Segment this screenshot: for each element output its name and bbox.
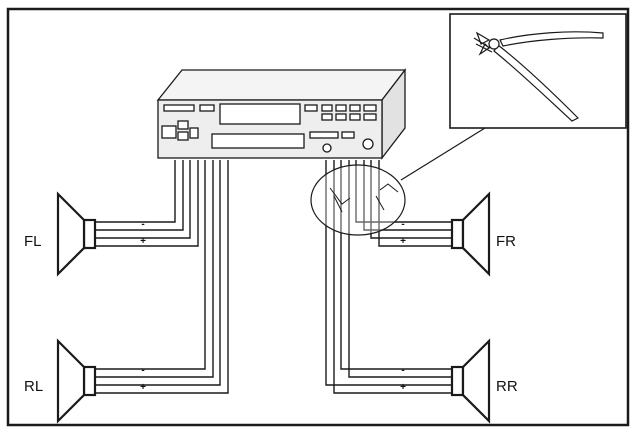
callout-leader-line bbox=[400, 127, 486, 181]
speaker-rl-icon bbox=[56, 338, 97, 424]
rl-negative-mark: - bbox=[141, 365, 144, 376]
wire-cutter-icon bbox=[473, 31, 604, 122]
speaker-label-rl: RL bbox=[24, 378, 43, 395]
speaker-label-fr: FR bbox=[496, 233, 516, 250]
rr-positive-mark: + bbox=[400, 382, 406, 393]
fl-positive-mark: + bbox=[140, 236, 146, 247]
wires bbox=[95, 160, 452, 394]
polarity-marks: - + - + - + - + bbox=[140, 219, 406, 393]
rr-negative-mark: - bbox=[401, 365, 404, 376]
speaker-fr-icon bbox=[450, 191, 491, 277]
fl-negative-mark: - bbox=[141, 219, 144, 230]
fr-negative-mark: - bbox=[401, 219, 404, 230]
wire-fl bbox=[95, 160, 199, 247]
rl-positive-mark: + bbox=[140, 382, 146, 393]
wire-rr bbox=[325, 160, 452, 394]
inset-cutter-panel bbox=[449, 13, 627, 129]
speaker-rr-icon bbox=[450, 338, 491, 424]
speaker-fl-icon bbox=[56, 191, 97, 277]
wire-rl bbox=[95, 160, 229, 394]
speaker-label-fl: FL bbox=[24, 233, 42, 250]
speaker-label-rr: RR bbox=[496, 378, 518, 395]
wire-fr bbox=[355, 160, 452, 247]
magnifier-callout bbox=[310, 127, 486, 236]
small-cutter-icon bbox=[329, 183, 399, 213]
magnifier-circle bbox=[310, 164, 406, 236]
fr-positive-mark: + bbox=[400, 236, 406, 247]
car-radio-icon bbox=[156, 68, 407, 160]
